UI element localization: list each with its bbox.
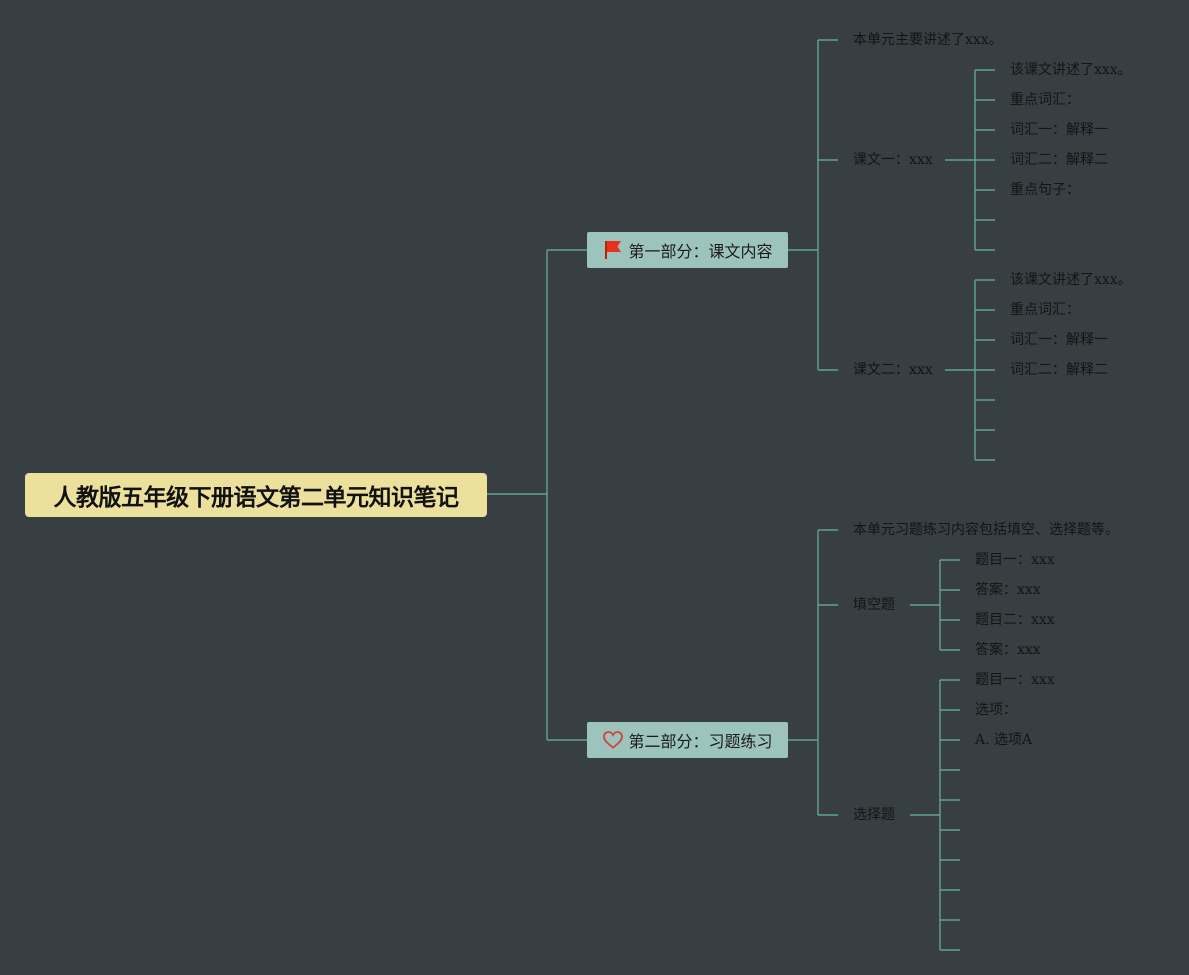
- lesson1-item[interactable]: 该课文讲述了xxx。: [1010, 62, 1132, 78]
- connector-part2: [788, 529, 838, 816]
- connector-lesson1: [945, 69, 995, 251]
- connector-choice: [910, 679, 960, 951]
- fill-in-item[interactable]: 题目一：xxx: [975, 552, 1055, 568]
- connector-fill: [910, 559, 960, 651]
- root-topic-label: 人教版五年级下册语文第二单元知识笔记: [53, 485, 460, 511]
- red-flag-icon: [602, 239, 624, 261]
- lesson2-item[interactable]: 该课文讲述了xxx。: [1010, 272, 1132, 288]
- part2-summary[interactable]: 本单元习题练习内容包括填空、选择题等。: [853, 522, 1119, 538]
- lesson2-item[interactable]: 词汇一：解释一: [1010, 332, 1108, 348]
- lesson1-topic[interactable]: 课文一：xxx: [853, 152, 933, 168]
- branch-part2[interactable]: 第二部分：习题练习: [587, 722, 788, 758]
- choice-item[interactable]: 选项：: [975, 702, 1017, 718]
- connector-root: [487, 249, 587, 741]
- lesson2-topic[interactable]: 课文二：xxx: [853, 362, 933, 378]
- lesson2-item[interactable]: 重点词汇：: [1010, 302, 1080, 318]
- lesson1-item[interactable]: 词汇二：解释二: [1010, 152, 1108, 168]
- fill-in-topic[interactable]: 填空题: [853, 597, 895, 613]
- lesson1-item[interactable]: 词汇一：解释一: [1010, 122, 1108, 138]
- connector-lesson2: [945, 279, 995, 461]
- part1-summary[interactable]: 本单元主要讲述了xxx。: [853, 32, 1003, 48]
- choice-item[interactable]: A. 选项A: [975, 732, 1033, 748]
- branch-part1-label: 第一部分：课文内容: [628, 242, 773, 261]
- lesson1-item[interactable]: 重点词汇：: [1010, 92, 1080, 108]
- fill-in-item[interactable]: 答案：xxx: [975, 642, 1041, 658]
- branch-part1[interactable]: 第一部分：课文内容: [587, 232, 788, 268]
- fill-in-item[interactable]: 题目二：xxx: [975, 612, 1055, 628]
- root-topic[interactable]: 人教版五年级下册语文第二单元知识笔记: [25, 473, 487, 517]
- choice-item[interactable]: 题目一：xxx: [975, 672, 1055, 688]
- heart-icon: [602, 729, 624, 751]
- fill-in-item[interactable]: 答案：xxx: [975, 582, 1041, 598]
- lesson1-item[interactable]: 重点句子：: [1010, 182, 1080, 198]
- connector-part1: [788, 39, 838, 371]
- branch-part2-label: 第二部分：习题练习: [628, 732, 773, 751]
- choice-topic[interactable]: 选择题: [853, 807, 895, 823]
- lesson2-item[interactable]: 词汇二：解释二: [1010, 362, 1108, 378]
